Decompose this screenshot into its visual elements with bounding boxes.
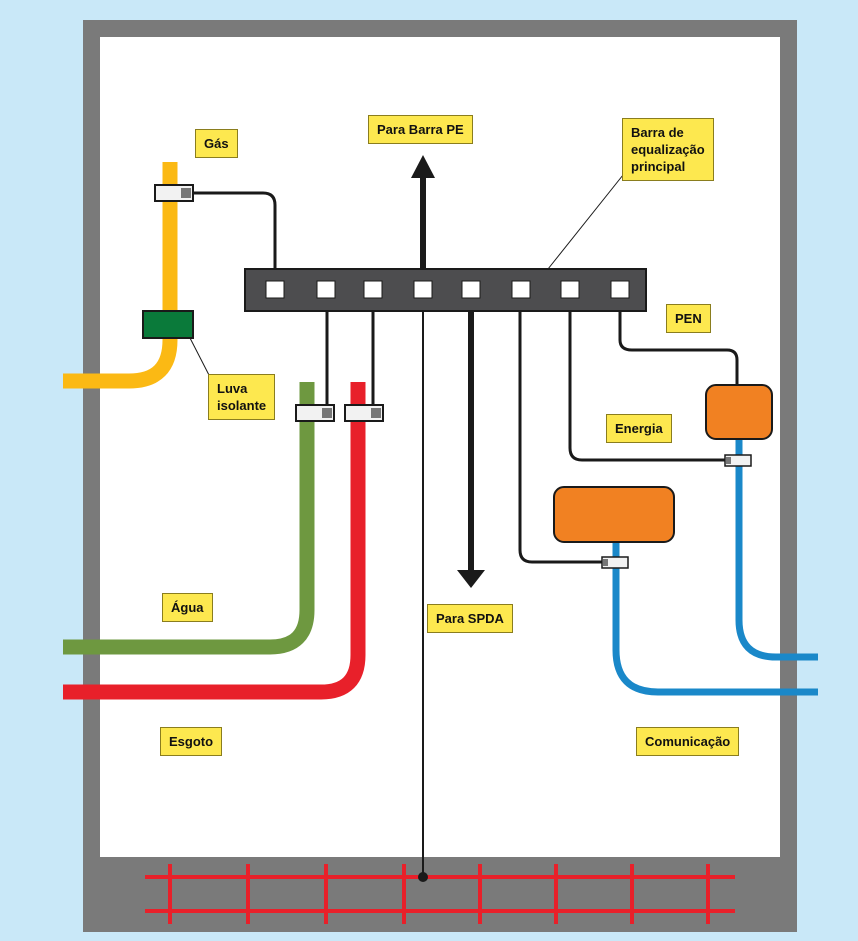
- label-agua: Água: [162, 593, 213, 622]
- label-gas: Gás: [195, 129, 238, 158]
- gas-pipe: [63, 162, 178, 389]
- bar-terminals: [265, 280, 630, 299]
- equipotential-bar: [244, 268, 647, 312]
- leader-barra: [547, 169, 628, 270]
- label-para-spda: Para SPDA: [427, 604, 513, 633]
- communication-pipe: [612, 540, 818, 696]
- energy-meter-box: [705, 384, 773, 440]
- label-barra-equalizacao: Barra de equalização principal: [622, 118, 714, 181]
- ground-connection-point: [418, 872, 428, 882]
- label-pen: PEN: [666, 304, 711, 333]
- label-luva-isolante: Luva isolante: [208, 374, 276, 420]
- insulating-sleeve: [142, 310, 194, 339]
- label-energia: Energia: [606, 414, 672, 443]
- pipe-clamp-sewer: [344, 404, 384, 422]
- pipe-clamp-water: [295, 404, 335, 422]
- label-esgoto: Esgoto: [160, 727, 223, 756]
- pipe-clamp-gas: [154, 184, 194, 202]
- arrow-down-head: [457, 570, 485, 588]
- pipe-clamp-communication: [601, 556, 629, 569]
- communication-box: [553, 486, 675, 543]
- label-para-barra-pe: Para Barra PE: [368, 115, 473, 144]
- arrow-up-head: [411, 155, 435, 178]
- foundation-rebar: [145, 864, 735, 924]
- sewer-pipe: [63, 382, 366, 700]
- pipe-clamp-energy: [724, 454, 752, 467]
- label-comunicacao: Comunicação: [636, 727, 740, 756]
- leader-luva: [189, 337, 211, 378]
- water-pipe: [63, 382, 315, 655]
- energy-cable: [735, 438, 818, 661]
